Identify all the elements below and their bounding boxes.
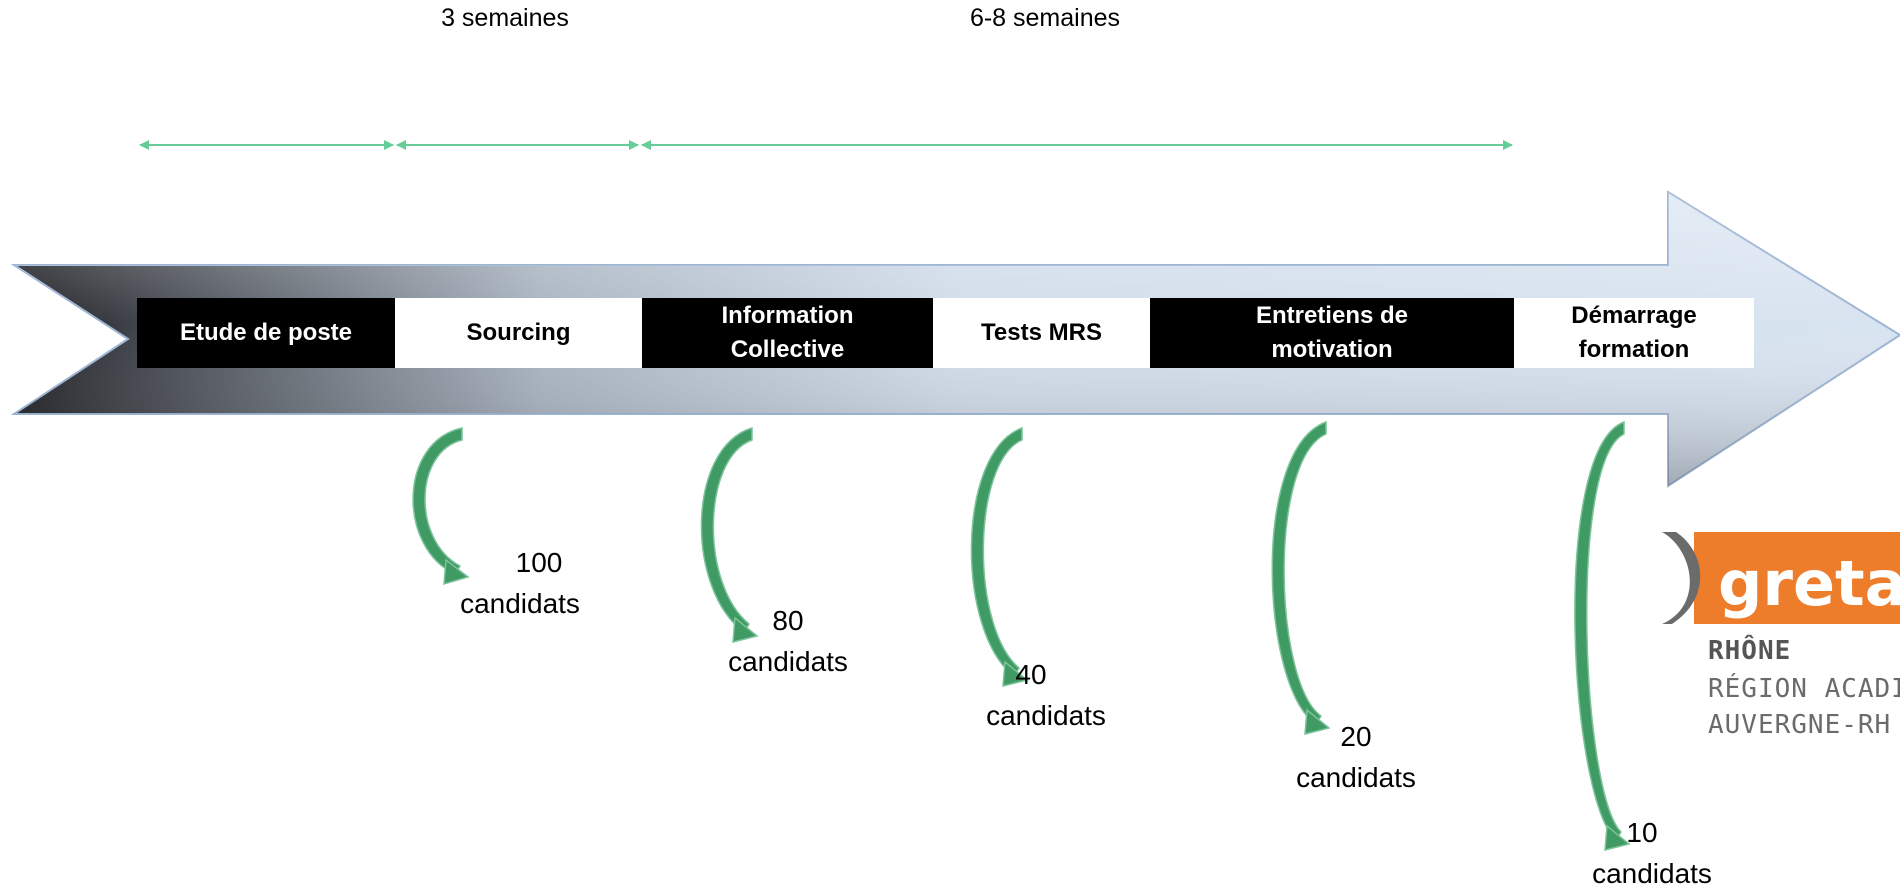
stage-label-line1: Tests MRS <box>981 319 1102 346</box>
count-unit: candidats <box>1296 762 1416 793</box>
stage-label-line2: Collective <box>730 336 845 363</box>
count-number: 20 <box>1340 721 1372 752</box>
logo-line-region: RÉGION ACADI <box>1708 674 1900 704</box>
count-unit: candidats <box>460 588 580 619</box>
duration-label-6-8-weeks: 6-8 semaines <box>969 4 1121 32</box>
curved-arrow-4 <box>1271 420 1331 735</box>
greta-logo-graphic: greta <box>1662 532 1900 624</box>
stage-label-line1: Démarrage <box>1571 302 1697 329</box>
stage-demarrage-formation: Démarrage formation <box>1514 298 1754 368</box>
candidate-count-tests: 40 candidats <box>966 654 1126 736</box>
count-unit: candidats <box>1592 858 1712 889</box>
stage-entretiens-motivation: Entretiens de motivation <box>1150 298 1514 368</box>
stage-label-line1: Entretiens de <box>1255 302 1409 329</box>
stage-sourcing: Sourcing <box>395 298 642 368</box>
stage-tests-mrs: Tests MRS <box>933 298 1150 368</box>
stage-label-line2: motivation <box>1271 336 1393 363</box>
stage-label-line1: Etude de poste <box>179 319 353 346</box>
curved-arrow-5 <box>1574 420 1631 851</box>
svg-text:greta: greta <box>1718 547 1900 620</box>
stage-label-line1: Information <box>721 302 854 329</box>
stage-label-line2: formation <box>1578 336 1690 363</box>
stage-etude-de-poste: Etude de poste <box>137 298 395 368</box>
curved-arrow-2 <box>700 426 759 643</box>
duration-label-3-weeks: 3 semaines <box>441 4 569 32</box>
candidate-count-formation: 10 candidats <box>1572 812 1732 894</box>
logo-line-rhone: RHÔNE <box>1708 636 1792 666</box>
candidate-count-sourcing: 100 candidats <box>440 542 600 624</box>
stage-label-line1: Sourcing <box>466 319 571 346</box>
count-unit: candidats <box>986 700 1106 731</box>
count-number: 80 <box>772 605 804 636</box>
count-number: 10 <box>1626 817 1658 848</box>
curved-arrow-3 <box>970 426 1029 687</box>
candidate-count-information: 80 candidats <box>708 600 868 682</box>
count-number: 40 <box>1015 659 1047 690</box>
count-unit: candidats <box>728 646 848 677</box>
logo-line-auvergne: AUVERGNE-RH <box>1708 710 1892 740</box>
count-number: 100 <box>515 547 563 578</box>
candidate-count-entretiens: 20 candidats <box>1276 716 1436 798</box>
curved-arrows <box>412 420 1631 851</box>
curved-arrow-1 <box>412 427 470 586</box>
